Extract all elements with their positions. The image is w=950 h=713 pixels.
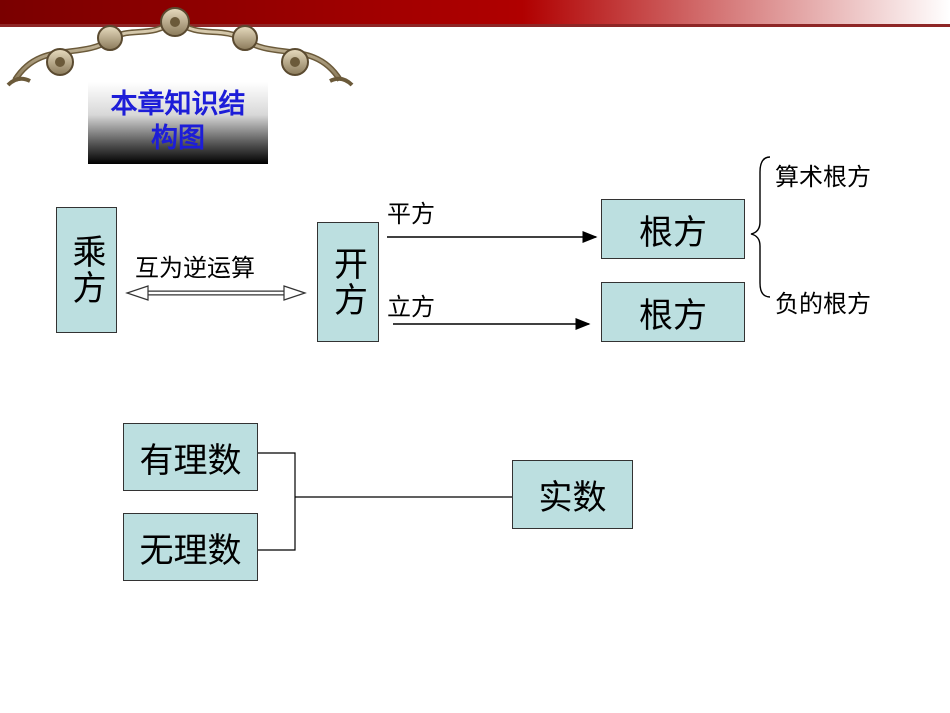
label-arithmetic-root: 算术根方 <box>775 163 871 191</box>
number-bracket <box>257 452 512 551</box>
scroll-ornament <box>6 7 354 87</box>
classification-brace <box>750 156 771 298</box>
node-rational-text: 有理数 <box>139 440 242 481</box>
banner-underline <box>0 24 950 27</box>
chapter-structure-title: 本章知识结 构图 <box>88 82 268 164</box>
node-cube-root: 根方 <box>601 282 745 342</box>
label-square: 平方 <box>387 200 435 228</box>
node-chengfang: 乘方 <box>56 207 117 333</box>
node-kaifang: 开方 <box>317 222 379 342</box>
node-irrational-numbers: 无理数 <box>123 513 258 581</box>
node-square-root-text: 根方 <box>639 212 707 253</box>
node-rational-numbers: 有理数 <box>123 423 258 491</box>
title-line-2: 构图 <box>151 123 205 154</box>
node-cube-root-text: 根方 <box>639 295 707 336</box>
node-real-numbers: 实数 <box>512 460 633 529</box>
inverse-double-arrow <box>125 285 307 301</box>
node-chengfang-text: 乘方 <box>66 234 106 306</box>
node-irrational-text: 无理数 <box>139 530 242 571</box>
label-negative-root: 负的根方 <box>775 290 871 318</box>
label-cube: 立方 <box>387 293 435 321</box>
node-real-text: 实数 <box>538 478 607 518</box>
top-banner <box>0 0 950 24</box>
title-line-1: 本章知识结 <box>110 89 246 120</box>
node-square-root: 根方 <box>601 199 745 259</box>
label-mutual-inverse: 互为逆运算 <box>135 254 255 282</box>
node-kaifang-text: 开方 <box>327 246 368 318</box>
